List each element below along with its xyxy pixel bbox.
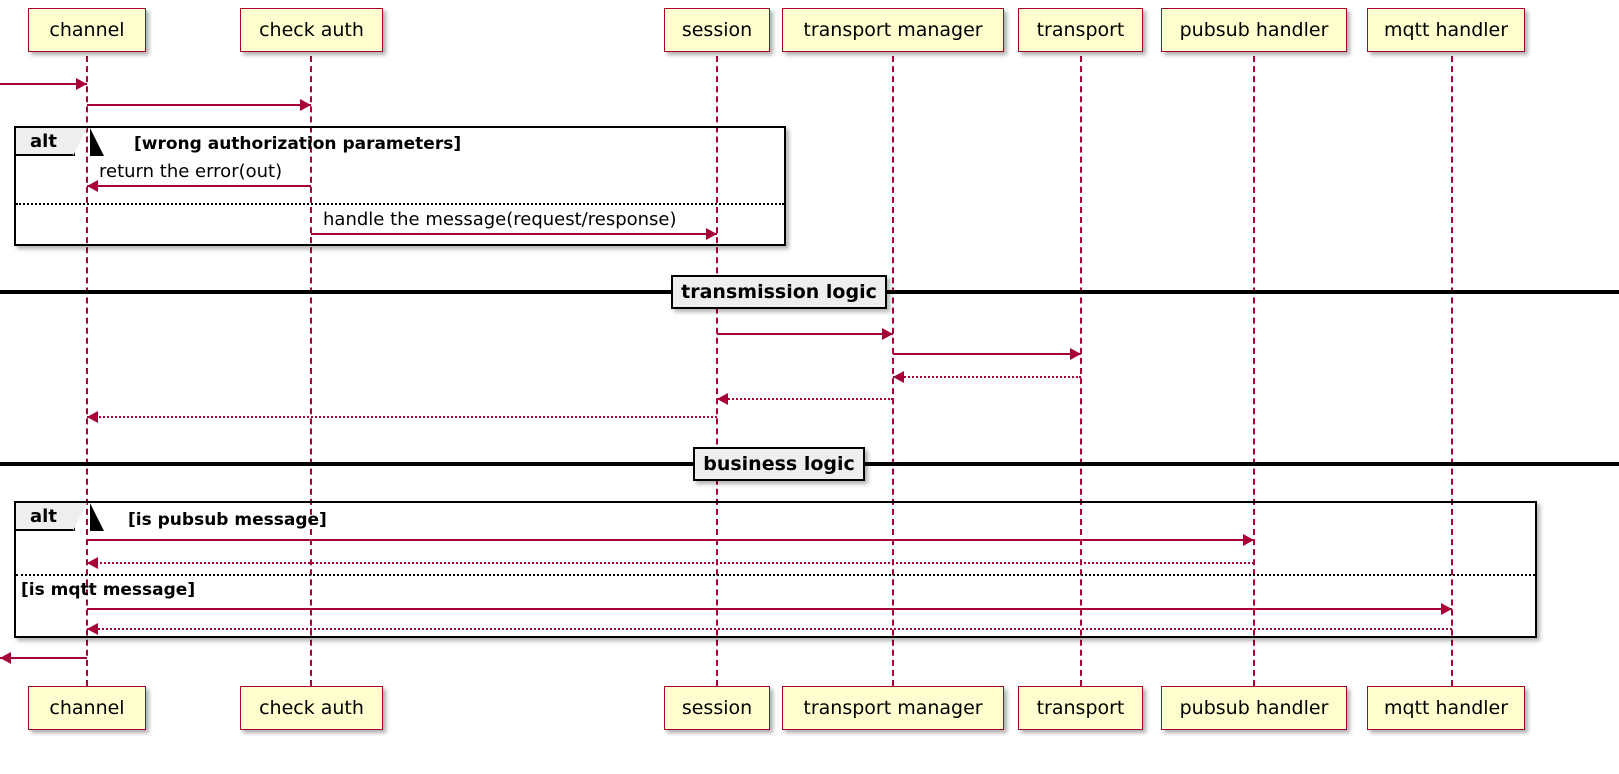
separator-label-sep-1: transmission logic (671, 275, 887, 309)
participant-label: transport manager (803, 19, 983, 41)
lifeline-channel (86, 56, 88, 686)
arrowhead-left (0, 652, 11, 664)
group-branch-divider (16, 574, 1535, 576)
separator-label-sep-2: business logic (693, 447, 865, 481)
participant-transport-bottom[interactable]: transport (1018, 686, 1143, 730)
lifeline-mqtt-handler (1451, 56, 1453, 686)
message-line-m10 (87, 562, 1254, 564)
group-branch-label: [wrong authorization parameters] (134, 134, 462, 154)
message-line-m4 (717, 333, 893, 335)
group-alt-2 (14, 501, 1537, 638)
message-line-m11 (87, 608, 1452, 610)
participant-label: transport manager (803, 697, 983, 719)
participant-mqtt-handler-top[interactable]: mqtt handler (1367, 8, 1525, 52)
group-keyword: alt (30, 505, 57, 527)
message-line-m5 (893, 353, 1081, 355)
group-header-alt-1: alt (16, 128, 87, 156)
message-line-m12 (87, 628, 1452, 630)
group-header-notch (90, 128, 104, 156)
participant-transport-manager-top[interactable]: transport manager (782, 8, 1004, 52)
separator-text: business logic (703, 453, 855, 475)
arrowhead-left (87, 411, 98, 423)
arrowhead-right (706, 228, 717, 240)
participant-label: check auth (259, 697, 364, 719)
participant-label: transport (1036, 697, 1125, 719)
participant-label: channel (49, 697, 125, 719)
participant-label: session (681, 697, 753, 719)
arrowhead-left (717, 393, 728, 405)
lifeline-check-auth (310, 56, 312, 686)
message-line-m7 (717, 398, 893, 400)
lifeline-transport (1080, 56, 1082, 686)
participant-session-top[interactable]: session (664, 8, 770, 52)
participant-label: check auth (259, 19, 364, 41)
arrowhead-right (882, 328, 893, 340)
message-line-m3 (311, 233, 717, 235)
participant-pubsub-handler-top[interactable]: pubsub handler (1161, 8, 1347, 52)
group-branch-divider (16, 203, 784, 205)
participant-check-auth-bottom[interactable]: check auth (240, 686, 383, 730)
participant-label: pubsub handler (1179, 697, 1329, 719)
participant-label: mqtt handler (1383, 19, 1509, 41)
participant-pubsub-handler-bottom[interactable]: pubsub handler (1161, 686, 1347, 730)
message-line-m0 (0, 83, 87, 85)
group-header-alt-2: alt (16, 503, 87, 531)
message-label-m3: handle the message(request/response) (323, 209, 677, 230)
participant-channel-top[interactable]: channel (28, 8, 146, 52)
arrowhead-right (1243, 534, 1254, 546)
participant-check-auth-top[interactable]: check auth (240, 8, 383, 52)
message-line-m9 (87, 539, 1254, 541)
participant-channel-bottom[interactable]: channel (28, 686, 146, 730)
arrowhead-right (300, 99, 311, 111)
group-branch-label: [is mqtt message] (21, 580, 196, 600)
participant-label: mqtt handler (1383, 697, 1509, 719)
participant-session-bottom[interactable]: session (664, 686, 770, 730)
group-alt-1 (14, 126, 786, 246)
arrowhead-right (76, 78, 87, 90)
lifeline-session (716, 56, 718, 686)
arrowhead-left (87, 623, 98, 635)
participant-label: pubsub handler (1179, 19, 1329, 41)
message-line-m6 (893, 376, 1081, 378)
message-line-m8 (87, 416, 717, 418)
arrowhead-left (87, 557, 98, 569)
message-label-m2: return the error(out) (99, 161, 283, 182)
message-line-m2 (87, 185, 311, 187)
arrowhead-right (1441, 603, 1452, 615)
group-keyword: alt (30, 130, 57, 152)
group-branch-label: [is pubsub message] (128, 510, 327, 530)
participant-label: transport (1036, 19, 1125, 41)
participant-transport-top[interactable]: transport (1018, 8, 1143, 52)
message-line-m13 (0, 657, 87, 659)
participant-label: channel (49, 19, 125, 41)
lifeline-pubsub-handler (1253, 56, 1255, 686)
participant-label: session (681, 19, 753, 41)
arrowhead-left (87, 180, 98, 192)
participant-mqtt-handler-bottom[interactable]: mqtt handler (1367, 686, 1525, 730)
arrowhead-left (893, 371, 904, 383)
participant-transport-manager-bottom[interactable]: transport manager (782, 686, 1004, 730)
separator-text: transmission logic (681, 281, 877, 303)
group-header-notch (90, 503, 104, 531)
arrowhead-right (1070, 348, 1081, 360)
message-line-m1 (87, 104, 311, 106)
